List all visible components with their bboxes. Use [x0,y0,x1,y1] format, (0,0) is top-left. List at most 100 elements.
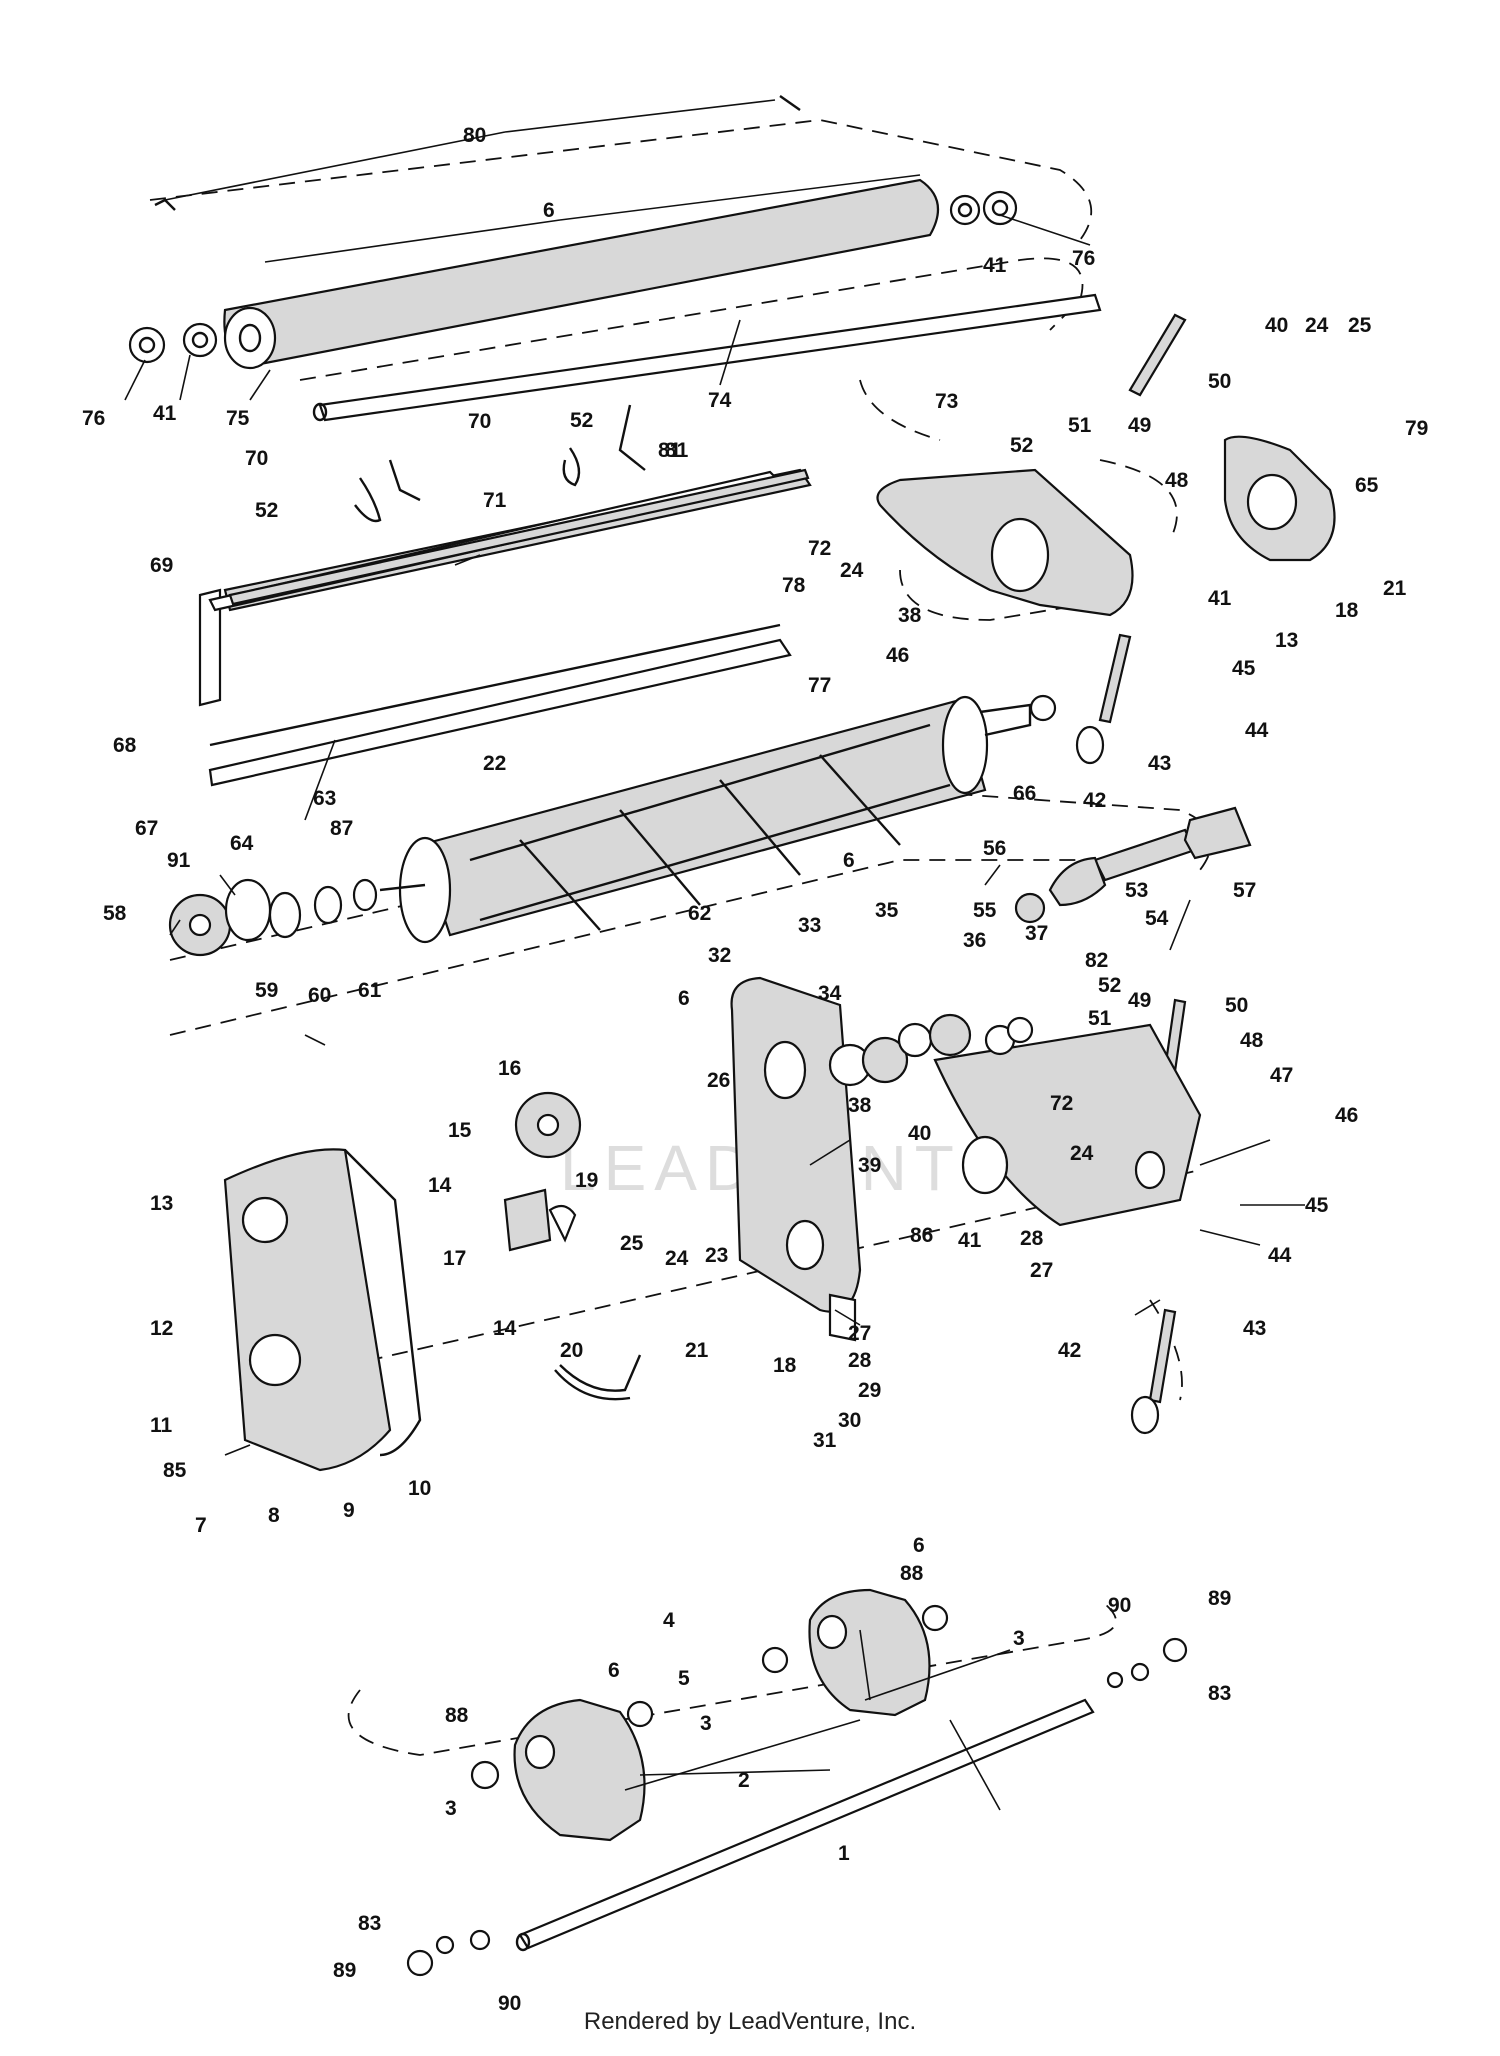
callout: 68 [113,734,137,757]
callout: 13 [1275,629,1298,652]
callout: 50 [1225,994,1248,1017]
gear-cover [223,1148,422,1472]
callout: 41 [958,1229,982,1252]
callout: 91 [167,849,191,872]
callout: 41 [983,254,1007,277]
callout: 43 [1243,1317,1266,1340]
callout: 65 [1355,474,1379,497]
callout: 6 [678,987,690,1010]
callout: 3 [700,1712,712,1735]
footer-credit: Rendered by LeadVenture, Inc. [583,2008,917,2035]
callout: 24 [665,1247,689,1270]
callout: 85 [163,1459,187,1482]
callout: 90 [1108,1594,1131,1617]
callout: 30 [838,1409,861,1432]
callout: 38 [848,1094,872,1117]
roller-shaft [312,293,1102,422]
callout: 21 [685,1339,709,1362]
callout: 59 [255,979,278,1002]
callout: 72 [1050,1092,1073,1115]
callout: 37 [1025,922,1048,945]
callout: 23 [705,1244,728,1267]
callout: 24 [840,559,864,582]
drive-shaft-57 [1048,806,1252,907]
callout: 89 [333,1959,356,1982]
callout: 75 [226,407,250,430]
callout: 36 [963,929,986,952]
callout: 56 [983,837,1006,860]
callout: 33 [798,914,821,937]
callout: 70 [468,410,491,433]
callout: 46 [886,644,909,667]
callout: 51 [1088,1007,1112,1030]
callout: 32 [708,944,731,967]
callout: 21 [1383,577,1407,600]
callout: 31 [813,1429,837,1452]
callout: 81 [658,439,682,462]
callout: 9 [343,1499,355,1522]
callout: 54 [1145,907,1169,930]
callout: 39 [858,1154,881,1177]
callout: 60 [308,984,331,1007]
callout: 22 [483,752,506,775]
callout: 79 [1405,417,1428,440]
frame-47 [933,1023,1202,1227]
roller-bracket-left [513,1698,646,1842]
callout: 80 [463,124,486,147]
callout: 63 [313,787,336,810]
small-hardware [406,1604,1188,1977]
callout: 86 [910,1224,933,1247]
callout: 38 [898,604,922,627]
callout: 70 [245,447,268,470]
callout: 82 [1085,949,1108,972]
callout: 53 [1125,879,1148,902]
callout: 19 [575,1169,598,1192]
callout: 69 [150,554,173,577]
bearing-housing-65 [1223,435,1336,562]
callout: 48 [1165,469,1189,492]
callout: 6 [608,1659,620,1682]
bed-knife [208,470,792,787]
callout: 10 [408,1477,431,1500]
callout: 25 [620,1232,644,1255]
tensioner-17 [503,1188,577,1252]
callout: 47 [1270,1064,1293,1087]
roller-bracket-right [808,1588,931,1717]
callout: 14 [428,1174,452,1197]
callout: 42 [1083,789,1106,812]
callout: 8 [268,1504,280,1527]
rear-roller-shaft-1 [515,1698,1095,1952]
leader-lines [124,99,1305,1811]
callout: 35 [875,899,899,922]
callout: 12 [150,1317,173,1340]
callout: 46 [1335,1104,1358,1127]
callout: 62 [688,902,711,925]
callout: 57 [1233,879,1256,902]
callout: 41 [1208,587,1232,610]
callout: 52 [255,499,278,522]
callout: 52 [1010,434,1033,457]
callout: 17 [443,1247,466,1270]
chain-20 [554,1354,642,1401]
callout: 76 [1072,247,1095,270]
callout: 49 [1128,989,1151,1012]
callout: 34 [818,982,842,1005]
callout: 20 [560,1339,583,1362]
callout: 45 [1232,657,1256,680]
callout: 2 [738,1769,750,1792]
callout: 28 [848,1349,872,1372]
callout: 78 [782,574,806,597]
callout: 18 [773,1354,797,1377]
callout: 73 [935,390,958,413]
callout: 28 [1020,1227,1044,1250]
callout: 81 [665,439,689,462]
callout: 24 [1070,1142,1094,1165]
callout: 13 [150,1192,173,1215]
callout: 15 [448,1119,472,1142]
callout: 26 [707,1069,730,1092]
callout: 18 [1335,599,1359,622]
callout: 77 [808,674,831,697]
callout: 52 [570,409,593,432]
callout: 66 [1013,782,1036,805]
